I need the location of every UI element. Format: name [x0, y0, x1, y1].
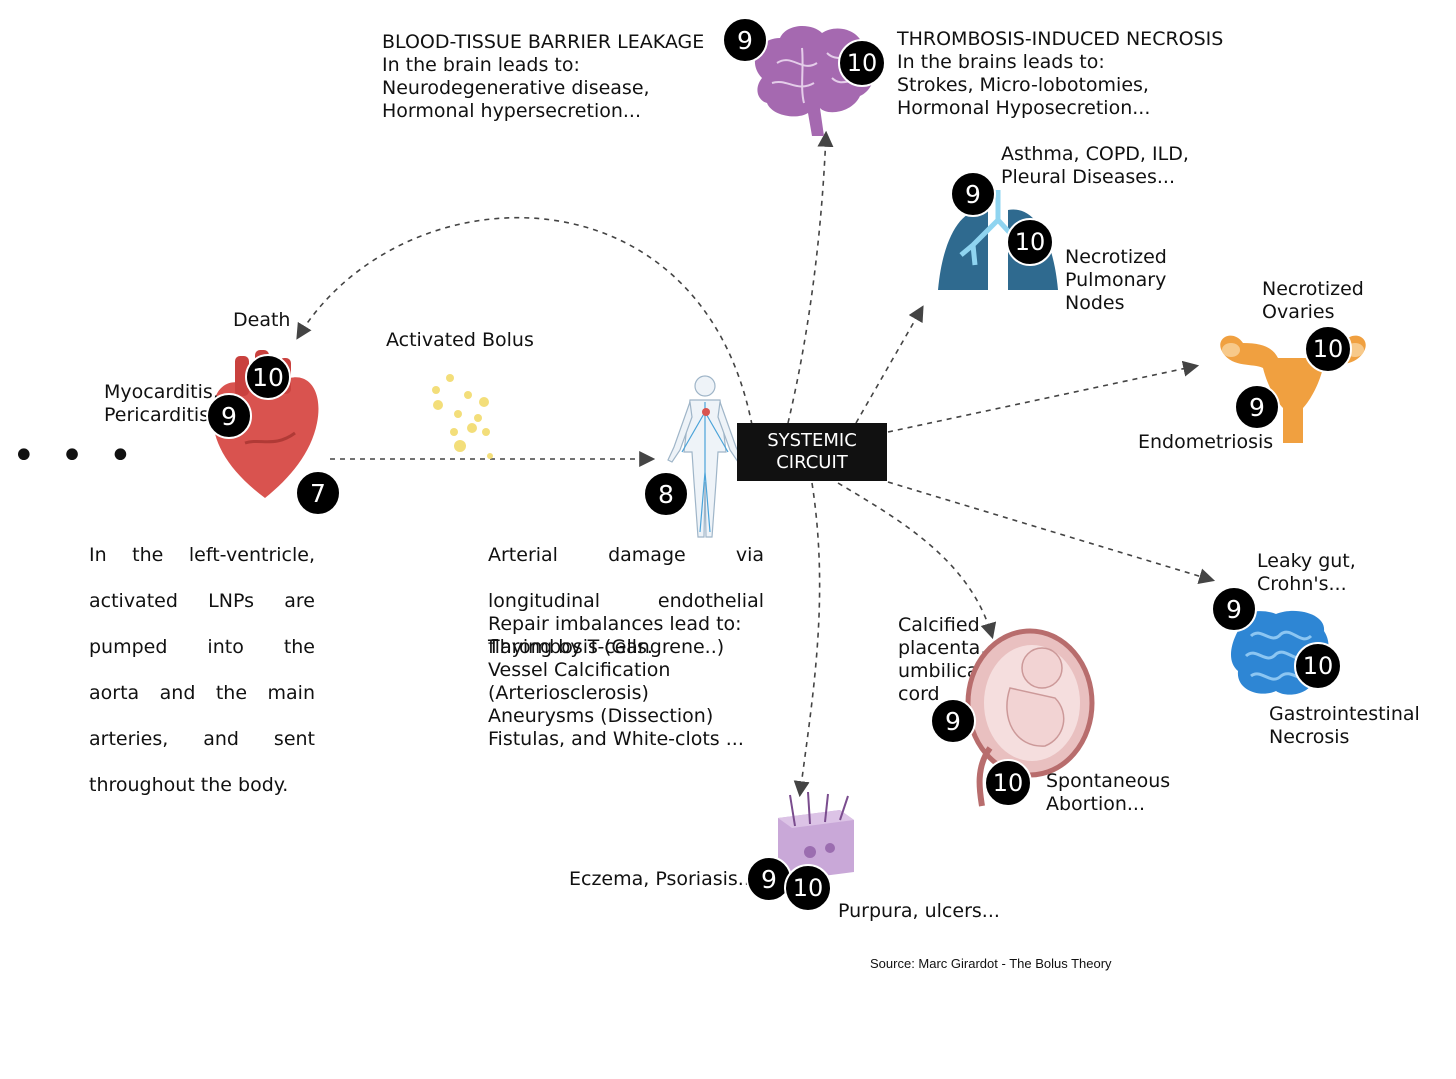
heart-desc-line: In the left-ventricle,	[89, 544, 315, 566]
bolus-particles-icon	[432, 374, 493, 459]
heart-badge-7: 7	[295, 470, 341, 516]
arrow-circuit-to-gut	[887, 481, 1216, 584]
heart-badge-9: 9	[206, 393, 252, 439]
lungs-top-label: Asthma, COPD, ILD, Pleural Diseases...	[1001, 143, 1189, 188]
arrow-circuit-to-heart	[296, 216, 753, 426]
human-body-icon	[667, 375, 743, 538]
lungs-badge-10: 10	[1006, 218, 1054, 266]
systemic-line-1: SYSTEMIC	[767, 430, 857, 451]
skin-tissue-icon	[778, 791, 854, 880]
skin-left-label: Eczema, Psoriasis...	[569, 868, 756, 890]
uterus-badge-10: 10	[1304, 325, 1352, 373]
brain-left-body: In the brain leads to: Neurodegenerative…	[382, 54, 650, 122]
brain-left-title: BLOOD-TISSUE BARRIER LEAKAGE	[382, 31, 705, 53]
gut-bottom-label: Gastrointestinal Necrosis	[1269, 703, 1420, 748]
arterial-line-1: Arterial damage via	[488, 544, 764, 566]
fetus-icon	[965, 628, 1095, 807]
gut-top-label: Leaky gut, Crohn's...	[1257, 550, 1356, 595]
source-credit: Source: Marc Girardot - The Bolus Theory	[870, 956, 1112, 971]
lungs-badge-9: 9	[950, 171, 996, 217]
uterus-bottom-label: Endometriosis	[1138, 431, 1274, 453]
arterial-line-3: flaying by T-cells.	[488, 636, 653, 658]
body-badge-8: 8	[643, 471, 689, 517]
uterus-badge-9: 9	[1234, 384, 1280, 430]
gut-badge-10: 10	[1294, 642, 1342, 690]
systemic-line-2: CIRCUIT	[776, 452, 848, 473]
heart-badge-10: 10	[245, 354, 291, 400]
arterial-line-2: longitudinal endothelial	[488, 590, 764, 612]
myocarditis-label: Myocarditis, Pericarditis	[104, 381, 219, 426]
gut-badge-9: 9	[1211, 586, 1257, 632]
arterial-damage-text: Arterial damage via longitudinal endothe…	[488, 521, 764, 682]
ellipsis-marker: • • •	[12, 433, 139, 479]
arrow-circuit-to-placenta	[837, 482, 997, 640]
brain-badge-10: 10	[838, 39, 886, 87]
heart-desc-line: activated LNPs are	[89, 590, 315, 612]
arrow-circuit-to-lungs	[855, 305, 924, 424]
arrow-circuit-to-skin	[793, 482, 821, 798]
placenta-left-label: Calcified placenta, umbilical cord	[898, 614, 987, 705]
placenta-badge-10: 10	[984, 759, 1032, 807]
activated-bolus-label: Activated Bolus	[386, 329, 534, 351]
brain-right-title: THROMBOSIS-INDUCED NECROSIS	[897, 28, 1224, 50]
heart-desc-line: aorta and the main	[89, 682, 315, 704]
brain-badge-9: 9	[722, 17, 768, 63]
uterus-top-label: Necrotized Ovaries	[1262, 278, 1364, 323]
systemic-circuit-box: SYSTEMIC CIRCUIT	[737, 423, 887, 481]
brain-right-body: In the brains leads to: Strokes, Micro-l…	[897, 51, 1151, 119]
arrow-circuit-to-brain	[787, 130, 834, 424]
placenta-right-label: Spontaneous Abortion...	[1046, 770, 1171, 815]
skin-badge-10: 10	[784, 864, 832, 912]
heart-desc-line: arteries, and sent	[89, 728, 315, 750]
heart-desc-line: pumped into the	[89, 636, 315, 658]
repair-imbalances-text: Repair imbalances lead to: Thrombosis (G…	[488, 613, 744, 750]
heart-description: In the left-ventricle, activated LNPs ar…	[89, 521, 315, 820]
placenta-badge-9: 9	[930, 698, 976, 744]
death-label: Death	[233, 309, 291, 331]
arrow-circuit-to-uterus	[887, 360, 1200, 433]
lungs-right-label: Necrotized Pulmonary Nodes	[1065, 246, 1167, 314]
heart-desc-line: throughout the body.	[89, 774, 289, 796]
skin-right-label: Purpura, ulcers...	[838, 900, 1000, 922]
